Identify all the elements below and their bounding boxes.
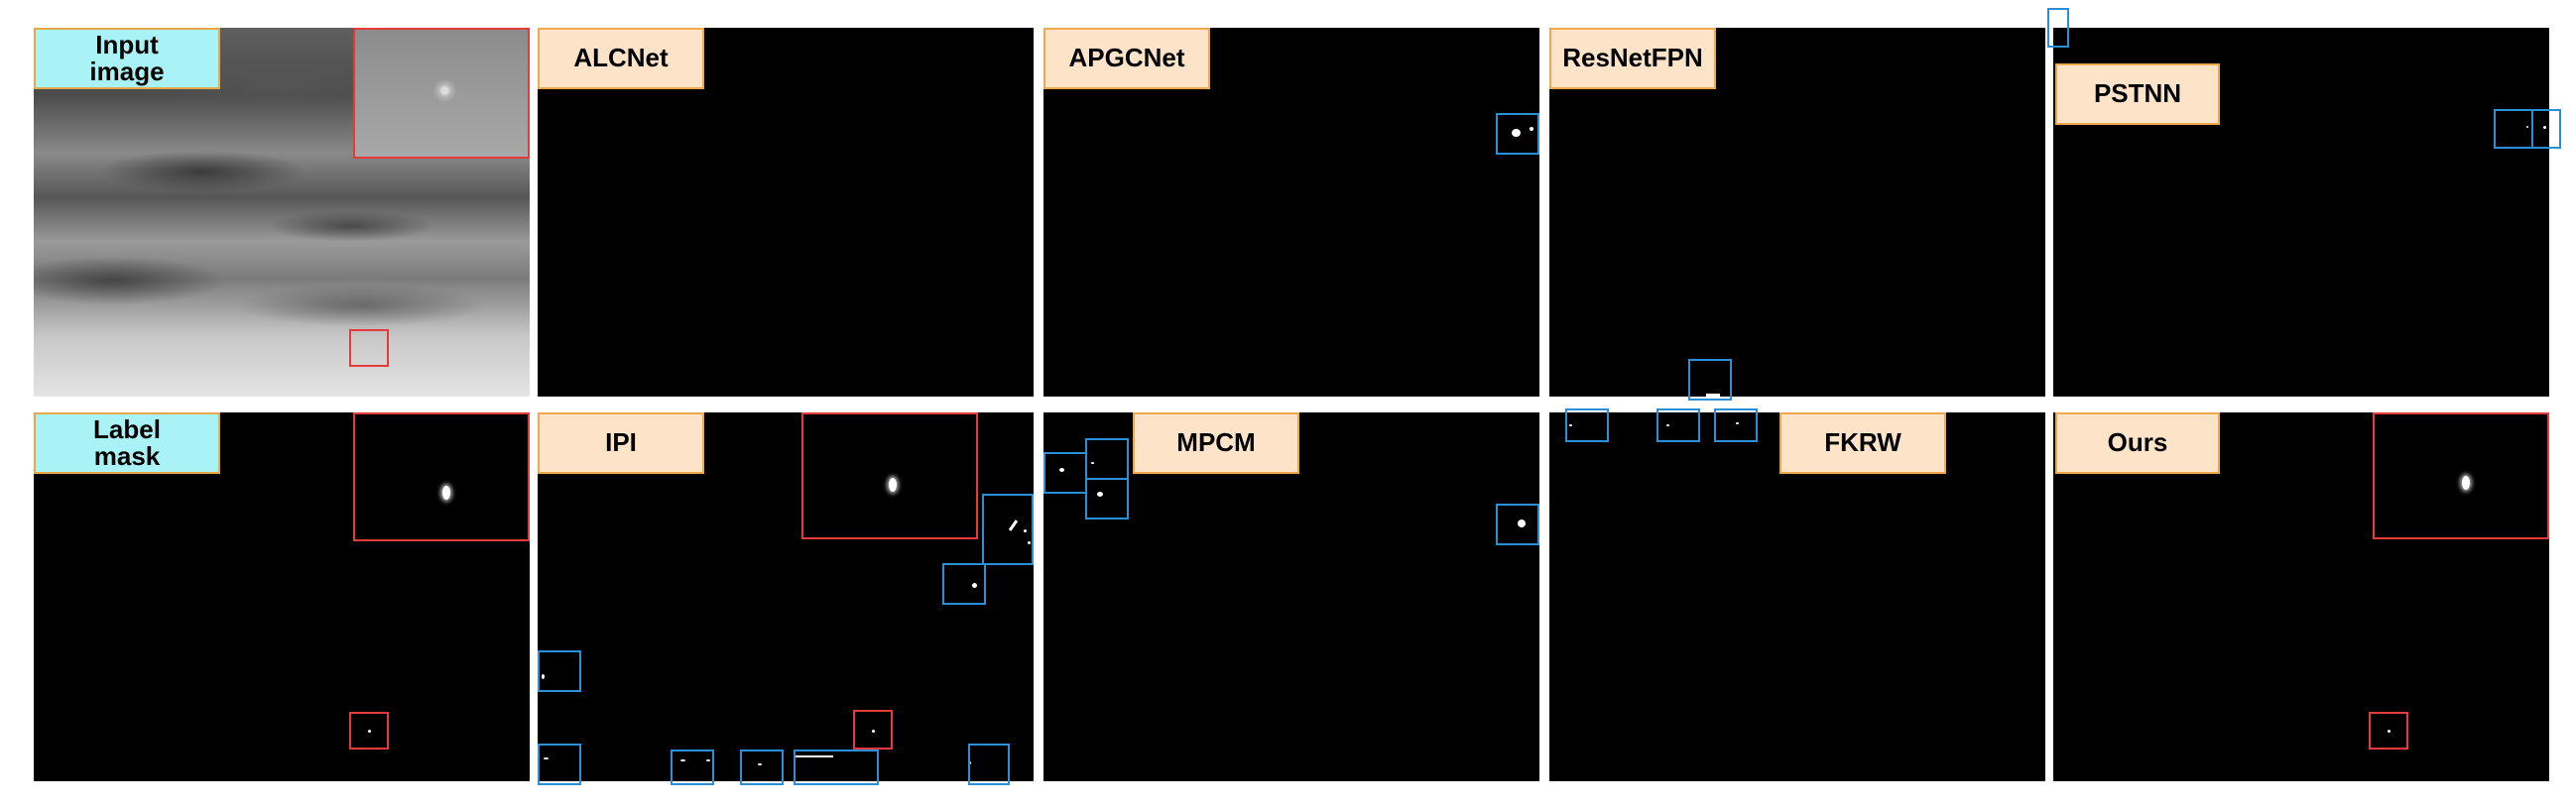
resnetfpn-false-alarm [1706,394,1720,397]
ipi-panel [538,412,1034,781]
fkrw-detection-box [1656,408,1700,442]
resnetfpn-label: ResNetFPN [1549,28,1716,89]
apgcnet-panel [1043,28,1539,397]
ipi-detection-box [794,750,879,785]
ipi-target-box [853,710,893,750]
fkrw-false-alarm [1569,424,1572,426]
ipi-false-alarm [680,759,685,761]
ipi-detection-box [942,563,986,605]
fkrw-detection-box [1565,408,1609,442]
ipi-label: IPI [538,412,704,474]
label-mask-label: Label mask [34,412,220,474]
fkrw-detection-box [1688,359,1732,401]
fkrw-false-alarm [1666,424,1669,426]
mpcm-panel [1043,412,1539,781]
ours-panel [2053,412,2549,781]
ours-zoom-inset [2373,412,2549,539]
label-target [368,730,371,733]
pstnn-false-alarm [2543,126,2546,129]
pstnn-detection-box-top [2047,8,2069,48]
label-zoom-inset [353,412,530,541]
apgcnet-detection-box [1496,113,1539,155]
ours-target [2388,730,2391,733]
ipi-false-alarm [544,757,549,759]
input-image-panel [34,28,530,397]
alcnet-panel [538,28,1034,397]
ipi-false-alarm [1028,541,1031,544]
ipi-detection-box [982,494,1034,565]
ipi-detection-box [671,750,714,785]
ipi-detection-box [740,750,784,785]
ipi-detection-box [968,744,1010,785]
ours-zoom-target [2462,476,2470,490]
fkrw-label: FKRW [1779,412,1946,474]
fkrw-false-alarm [1736,422,1739,424]
label-target-box [349,712,389,750]
input-target-box [349,329,389,367]
apgcnet-false-alarm [1512,129,1521,137]
ipi-false-alarm [542,674,545,679]
ipi-detection-box [538,744,581,785]
ours-target-box [2369,712,2408,750]
ipi-false-alarm [1024,529,1027,532]
ipi-false-alarm [758,763,762,765]
mpcm-false-alarm [1059,468,1064,472]
ipi-detection-box [538,650,581,692]
input-zoom-inset [353,28,530,159]
pstnn-detection-box [2531,109,2561,149]
resnetfpn-panel [1549,28,2045,397]
ipi-zoom-target [889,478,897,492]
apgcnet-false-alarm [1530,127,1533,131]
pstnn-false-alarm [2526,126,2528,128]
ipi-false-alarm [706,759,710,761]
alcnet-label: ALCNet [538,28,704,89]
mpcm-detection-box [1043,452,1087,494]
ours-label: Ours [2055,412,2220,474]
mpcm-false-alarm [1091,462,1094,464]
mpcm-detection-box [1496,504,1539,545]
pstnn-detection-box [2494,109,2533,149]
mpcm-detection-box [1085,478,1129,520]
mpcm-false-alarm [1518,520,1526,527]
label-zoom-target [442,486,450,500]
ipi-false-alarm [972,583,977,588]
ipi-zoom-inset [801,412,978,539]
mpcm-label: MPCM [1133,412,1299,474]
fkrw-panel [1549,412,2045,781]
input-image-label: Input image [34,28,220,89]
apgcnet-label: APGCNet [1043,28,1210,89]
fkrw-detection-box [1714,408,1758,442]
mpcm-false-alarm [1097,492,1103,497]
ipi-false-alarm [794,755,833,757]
pstnn-label: PSTNN [2055,63,2220,125]
label-mask-panel [34,412,530,781]
ipi-target [872,730,875,733]
mpcm-detection-box [1085,438,1129,480]
